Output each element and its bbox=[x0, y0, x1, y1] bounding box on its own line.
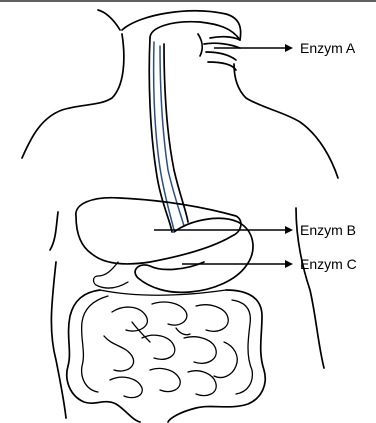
large-intestine-inner-left bbox=[82, 296, 108, 392]
pancreas bbox=[94, 262, 129, 288]
large-intestine-right bbox=[168, 290, 265, 422]
liver bbox=[76, 198, 241, 264]
large-intestine bbox=[67, 290, 140, 422]
small-intestine bbox=[104, 302, 237, 398]
arrow-enzyme-c bbox=[182, 260, 293, 268]
arrow-enzyme-b bbox=[154, 226, 293, 234]
label-enzyme-c: Enzym C bbox=[300, 256, 357, 272]
large-intestine-inner-right bbox=[232, 300, 252, 394]
label-enzyme-a: Enzym A bbox=[300, 40, 356, 56]
arrow-enzyme-a bbox=[214, 44, 293, 52]
label-enzyme-b: Enzym B bbox=[300, 222, 356, 238]
